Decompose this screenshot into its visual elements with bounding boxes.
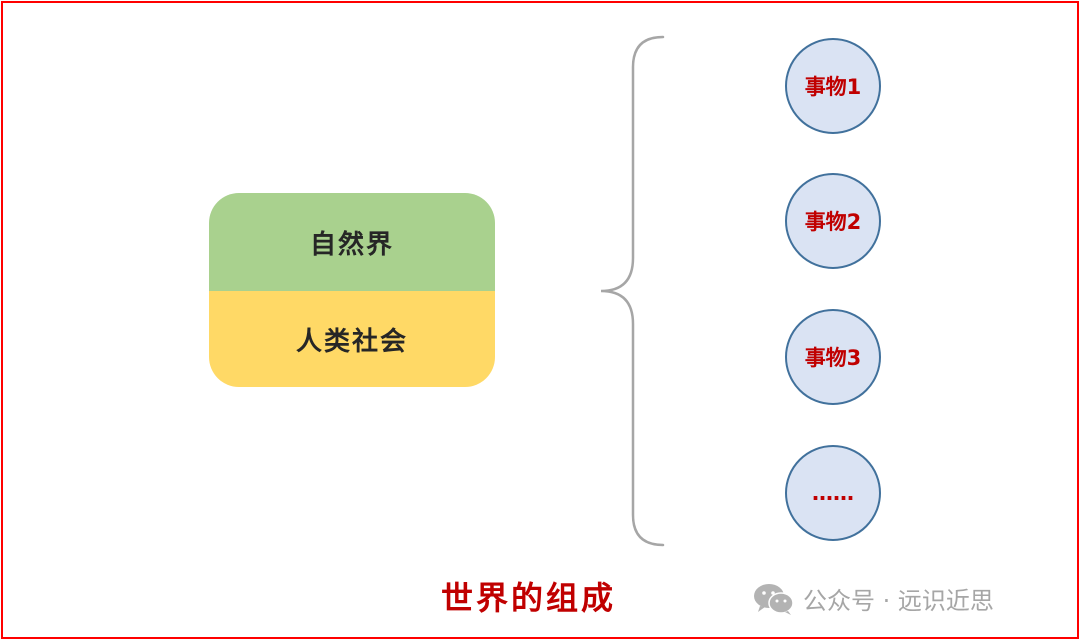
diagram-caption: 世界的组成 xyxy=(441,579,617,617)
thing-circle-3: 事物3 xyxy=(785,309,881,405)
wechat-icon xyxy=(754,583,794,615)
human-society-block: 人类社会 xyxy=(209,291,495,387)
world-composition-box: 自然界 人类社会 xyxy=(209,193,495,387)
watermark-text: 公众号 · 远识近思 xyxy=(803,587,994,615)
watermark: 公众号 · 远识近思 xyxy=(753,581,994,616)
nature-block: 自然界 xyxy=(209,193,495,291)
thing-circle-ellipsis: …… xyxy=(785,445,881,541)
thing-circle-1: 事物1 xyxy=(785,38,881,134)
curly-brace xyxy=(600,35,665,547)
thing-circle-2: 事物2 xyxy=(785,173,881,269)
